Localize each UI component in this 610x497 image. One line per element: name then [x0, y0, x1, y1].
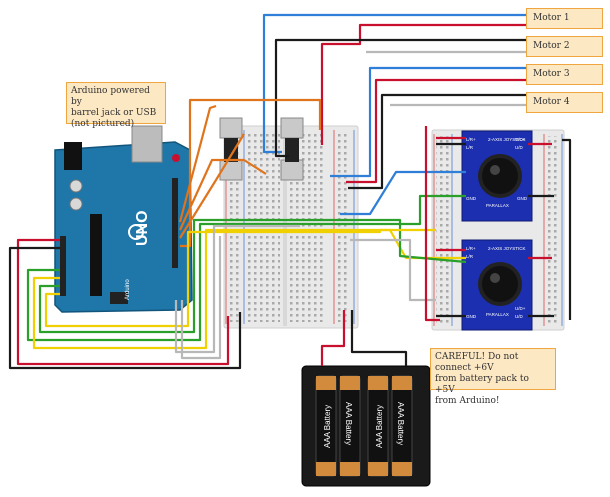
joystick-1-pin-ud: U/D — [515, 145, 524, 150]
wire-white-1 — [174, 224, 300, 354]
reset-button — [172, 154, 180, 162]
wire-right-rail-link — [562, 138, 572, 320]
wire-green-1 — [26, 194, 466, 342]
wire-blue-joystick — [340, 170, 466, 216]
regulator-2 — [280, 117, 304, 150]
wire-orange-3 — [178, 158, 267, 231]
battery-cell-4-label: AAA Battery — [396, 402, 405, 445]
joystick-2-pin-ud-plus: U/D+ — [515, 306, 526, 311]
arduino-logo-icon — [128, 224, 144, 240]
joystick-1-pin-ud-plus: U/D+ — [515, 137, 526, 142]
wire-white-2 — [180, 236, 222, 360]
arduino-power-note: Arduino powered by barrel jack or USB (n… — [66, 82, 166, 129]
joystick-2-pin-lr: L/R — [466, 254, 474, 259]
joystick-2: L/R+ L/R U/D+ U/D GND PARALLAX 2-AXIS JO… — [461, 239, 533, 331]
wire-yellow-2 — [44, 228, 436, 328]
usb-port — [131, 125, 163, 163]
battery-cell-3-label: AAA Battery — [375, 405, 384, 448]
joystick-2-title: 2-AXIS JOYSTICK — [488, 246, 526, 251]
battery-pack: AAA Battery AAA Battery AAA Battery AAA … — [301, 365, 431, 487]
wire-green-2 — [38, 218, 467, 334]
wire-motor3-red — [346, 78, 526, 184]
motor-3-label: Motor 3 — [526, 64, 603, 85]
wire-motor3-blue — [330, 66, 526, 178]
wire-red-arduino-5v — [16, 238, 230, 366]
wire-motor1-red — [320, 23, 526, 145]
regulator-1 — [219, 117, 243, 150]
joystick-1-pin-lr-plus: L/R+ — [466, 137, 476, 142]
wire-black-arduino-gnd — [8, 246, 242, 370]
wire-rails-crossover-red — [424, 126, 440, 322]
motor-1-label: Motor 1 — [526, 8, 603, 29]
arduino-brand-label: Arduino — [125, 279, 131, 300]
wire-white-joystick — [350, 238, 436, 302]
joystick-1-pin-lr: L/R — [466, 145, 474, 150]
wire-motor1-blue — [262, 13, 526, 154]
joystick-2-pin-lr-plus: L/R+ — [466, 246, 476, 251]
battery-cell-1-label: AAA Battery — [323, 405, 332, 448]
joystick-2-pin-ud: U/D — [515, 314, 524, 319]
joystick-2-brand: PARALLAX — [486, 312, 509, 317]
joystick-1-title: 2-AXIS JOYSTICK — [488, 137, 526, 142]
barrel-jack — [64, 142, 82, 170]
joystick-2-pin-gnd: GND — [466, 314, 477, 319]
wire-battery-red — [320, 310, 346, 366]
motor-2-label: Motor 2 — [526, 36, 603, 57]
battery-cell-1: AAA Battery — [315, 375, 337, 477]
regulator-4 — [280, 150, 304, 181]
wire-motor4-black — [348, 93, 526, 190]
wire-battery-black — [350, 310, 408, 366]
battery-cell-3: AAA Battery — [367, 375, 389, 477]
arduino-uno-board: UNO Arduino — [54, 125, 193, 313]
regulators — [219, 117, 304, 181]
atmega-chip — [90, 214, 102, 296]
wire-orange-1 — [180, 98, 322, 248]
wire-orange-2 — [179, 133, 245, 239]
joystick-1-pin-gnd-right: GND — [517, 196, 528, 201]
motor-4-label: Motor 4 — [526, 92, 603, 113]
joystick-1-brand: PARALLAX — [486, 203, 509, 208]
joystick-1: L/R+ L/R U/D+ U/D GND GND PARALLAX 2-AXI… — [461, 130, 533, 222]
wire-orange-4 — [178, 104, 217, 223]
wire-motor2-black — [274, 38, 526, 158]
battery-cell-2: AAA Battery — [339, 375, 361, 477]
joystick-1-pin-gnd-left: GND — [466, 196, 477, 201]
wires — [8, 13, 572, 370]
wire-yellow-1 — [32, 228, 466, 350]
battery-caution-note: CAREFUL! Do not connect +6V from battery… — [430, 348, 556, 406]
battery-cell-4: AAA Battery — [391, 375, 413, 477]
battery-cell-2-label: AAA Battery — [344, 402, 353, 445]
